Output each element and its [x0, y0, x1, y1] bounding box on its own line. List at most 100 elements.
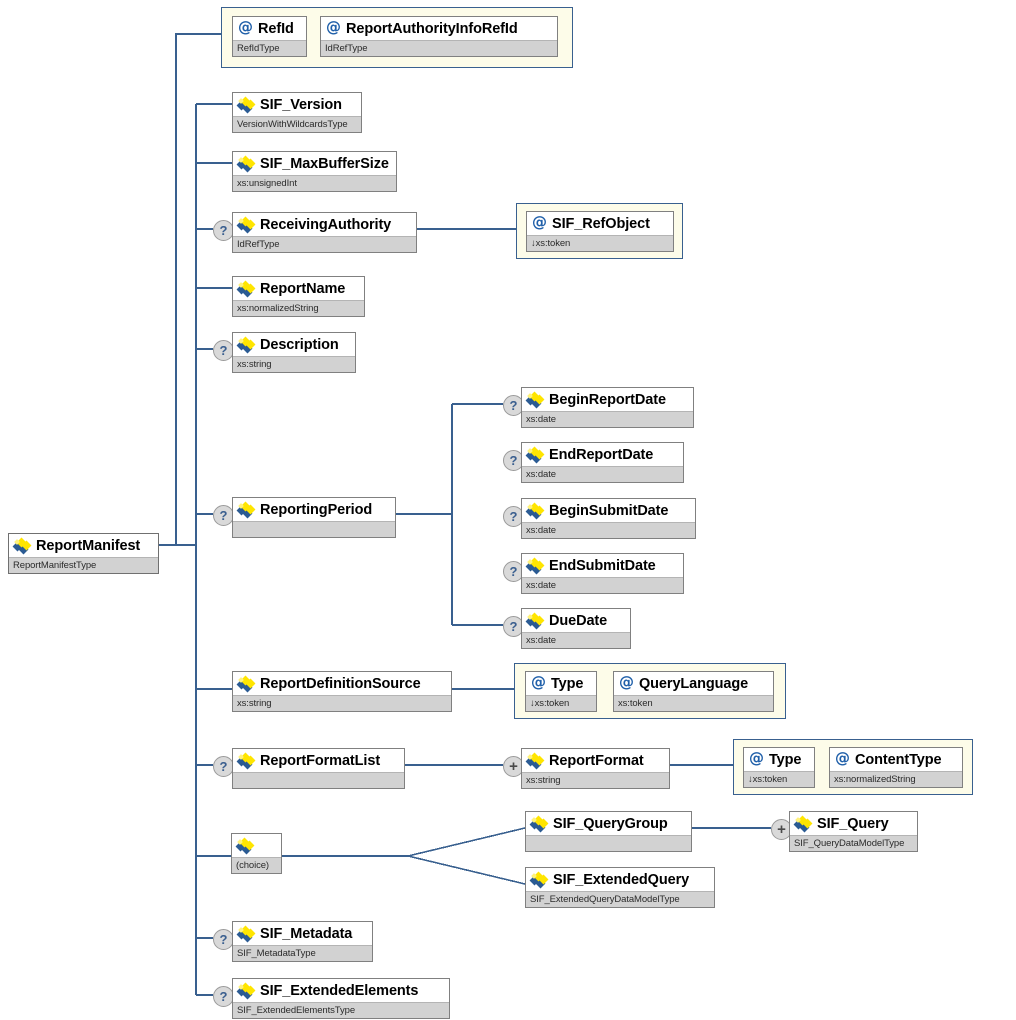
element-icon: [236, 280, 256, 297]
node-refid[interactable]: @ RefId RefIdType: [232, 16, 307, 57]
node-report-format[interactable]: ReportFormat xs:string: [521, 748, 670, 789]
node-label: SIF_QueryGroup: [553, 815, 668, 832]
node-type: xs:unsignedInt: [237, 178, 297, 189]
node-type: xs:normalizedString: [834, 774, 916, 785]
node-choice[interactable]: (choice): [231, 833, 282, 874]
node-receiving-authority[interactable]: ReceivingAuthority IdRefType: [232, 212, 417, 253]
node-type: xs:date: [526, 414, 556, 425]
element-icon: [12, 537, 32, 554]
node-sif-extended-elements[interactable]: SIF_ExtendedElements SIF_ExtendedElement…: [232, 978, 450, 1019]
node-sif-version[interactable]: SIF_Version VersionWithWildcardsType: [232, 92, 362, 133]
node-label: DueDate: [549, 612, 608, 629]
node-content-type[interactable]: @ ContentType xs:normalizedString: [829, 747, 963, 788]
element-icon: [236, 216, 256, 233]
node-label: Description: [260, 336, 339, 353]
node-sif-maxbuffersize[interactable]: SIF_MaxBufferSize xs:unsignedInt: [232, 151, 397, 192]
node-end-report-date[interactable]: EndReportDate xs:date: [521, 442, 684, 483]
node-report-name[interactable]: ReportName xs:normalizedString: [232, 276, 365, 317]
node-sif-extended-query[interactable]: SIF_ExtendedQuery SIF_ExtendedQueryDataM…: [525, 867, 715, 908]
node-begin-submit-date[interactable]: BeginSubmitDate xs:date: [521, 498, 696, 539]
element-icon: [235, 837, 255, 854]
node-type: ↓xs:token: [531, 238, 571, 249]
node-title: SIF_Version: [233, 93, 361, 116]
node-title: @ ReportAuthorityInfoRefId: [321, 17, 557, 40]
node-typebar: SIF_ExtendedQueryDataModelType: [526, 891, 714, 907]
node-typebar: xs:normalizedString: [233, 300, 364, 316]
attribute-icon: @: [532, 213, 547, 231]
occurrence-optional-report-format-list: ?: [213, 756, 234, 777]
node-title: BeginReportDate: [522, 388, 693, 411]
node-type-report-format[interactable]: @ Type ↓xs:token: [743, 747, 815, 788]
node-typebar: (choice): [232, 857, 281, 873]
node-title: EndReportDate: [522, 443, 683, 466]
node-type: SIF_QueryDataModelType: [794, 838, 905, 849]
node-report-manifest[interactable]: ReportManifest ReportManifestType: [8, 533, 159, 574]
node-title: SIF_ExtendedElements: [233, 979, 449, 1002]
node-label: QueryLanguage: [639, 675, 749, 692]
node-typebar: xs:date: [522, 522, 695, 538]
node-label: ReportName: [260, 280, 346, 297]
node-typebar: ReportManifestType: [9, 557, 158, 573]
node-typebar: IdRefType: [321, 40, 557, 56]
node-sif-query[interactable]: SIF_Query SIF_QueryDataModelType: [789, 811, 918, 852]
node-sif-query-group[interactable]: SIF_QueryGroup: [525, 811, 692, 852]
node-report-definition-source[interactable]: ReportDefinitionSource xs:string: [232, 671, 452, 712]
element-icon: [236, 982, 256, 999]
node-title: @ QueryLanguage: [614, 672, 773, 695]
node-typebar: ↓xs:token: [526, 695, 596, 711]
element-icon: [525, 502, 545, 519]
node-description[interactable]: Description xs:string: [232, 332, 356, 373]
attribute-icon: @: [835, 749, 850, 767]
node-title: SIF_ExtendedQuery: [526, 868, 714, 891]
element-icon: [236, 925, 256, 942]
node-end-submit-date[interactable]: EndSubmitDate xs:date: [521, 553, 684, 594]
node-typebar: VersionWithWildcardsType: [233, 116, 361, 132]
node-title: @ RefId: [233, 17, 306, 40]
node-reporting-period[interactable]: ReportingPeriod: [232, 497, 396, 538]
node-type: RefIdType: [237, 43, 280, 54]
element-icon: [529, 871, 549, 888]
node-sif-refobject[interactable]: @ SIF_RefObject ↓xs:token: [526, 211, 674, 252]
node-title: @ SIF_RefObject: [527, 212, 673, 235]
node-typebar: ↓xs:token: [527, 235, 673, 251]
node-title: Description: [233, 333, 355, 356]
node-label: ReportManifest: [36, 537, 141, 554]
node-label: ReportAuthorityInfoRefId: [346, 20, 518, 37]
node-title: BeginSubmitDate: [522, 499, 695, 522]
node-typebar: ↓xs:token: [744, 771, 814, 787]
node-type: ↓xs:token: [530, 698, 570, 709]
node-typebar: IdRefType: [233, 236, 416, 252]
node-label: SIF_RefObject: [552, 215, 650, 232]
node-due-date[interactable]: DueDate xs:date: [521, 608, 631, 649]
attribute-icon: @: [238, 18, 253, 36]
element-icon: [236, 336, 256, 353]
node-label: SIF_ExtendedQuery: [553, 871, 690, 888]
element-icon: [793, 815, 813, 832]
occurrence-optional-sif-extended-elements: ?: [213, 986, 234, 1007]
node-typebar: [233, 521, 395, 537]
node-title: ReportDefinitionSource: [233, 672, 451, 695]
node-begin-report-date[interactable]: BeginReportDate xs:date: [521, 387, 694, 428]
element-icon: [236, 675, 256, 692]
node-label: ReportDefinitionSource: [260, 675, 421, 692]
node-typebar: xs:date: [522, 466, 683, 482]
node-title: ReportFormat: [522, 749, 669, 772]
node-sif-metadata[interactable]: SIF_Metadata SIF_MetadataType: [232, 921, 373, 962]
element-icon: [236, 752, 256, 769]
node-type: IdRefType: [325, 43, 368, 54]
node-label: SIF_Query: [817, 815, 889, 832]
node-report-authority-info-refid[interactable]: @ ReportAuthorityInfoRefId IdRefType: [320, 16, 558, 57]
node-typebar: xs:normalizedString: [830, 771, 962, 787]
node-type: xs:string: [237, 359, 272, 370]
node-label: SIF_Version: [260, 96, 342, 113]
node-type: xs:date: [526, 469, 556, 480]
node-query-language[interactable]: @ QueryLanguage xs:token: [613, 671, 774, 712]
node-type: SIF_MetadataType: [237, 948, 316, 959]
element-icon: [236, 96, 256, 113]
node-label: BeginReportDate: [549, 391, 666, 408]
node-type-report-definition-source[interactable]: @ Type ↓xs:token: [525, 671, 597, 712]
node-type: xs:string: [237, 698, 272, 709]
node-label: EndSubmitDate: [549, 557, 656, 574]
node-report-format-list[interactable]: ReportFormatList: [232, 748, 405, 789]
